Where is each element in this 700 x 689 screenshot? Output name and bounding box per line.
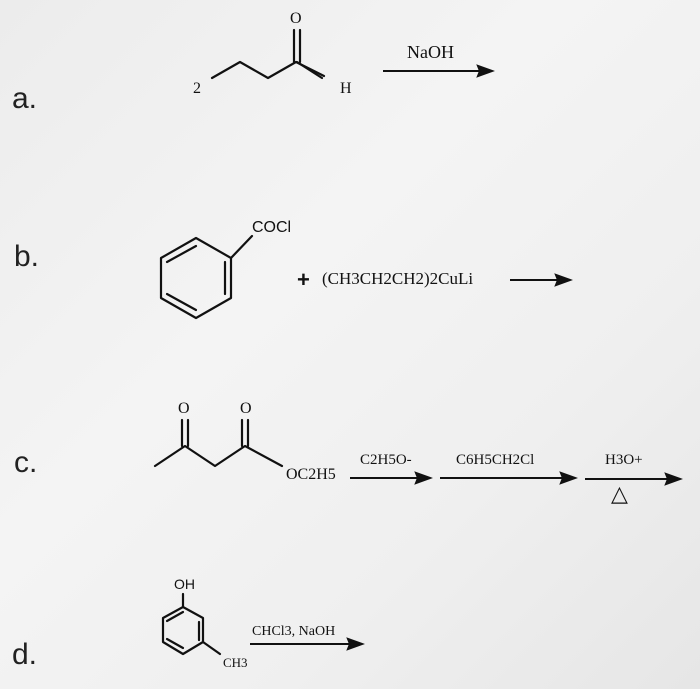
problem-a-label: a. [12,82,38,115]
arrow-c1 [350,471,433,485]
plus-sign: + [297,267,310,292]
reagent-c2: C6H5CH2Cl [456,452,535,468]
reagent-d: CHCl3, NaOH [252,624,336,639]
reagent-a: NaOH [407,42,454,62]
acetoacetate-skeleton [153,418,284,468]
oh-group: OH [174,576,195,592]
atom-o1-c: O [178,400,190,417]
heat-icon: △ [611,482,628,507]
problem-b-label: b. [14,240,40,273]
reagent-b: (CH3CH2CH2)2CuLi [322,269,474,288]
atom-o-a: O [290,10,302,27]
arrow-d [250,637,365,651]
ester-group: OC2H5 [286,466,336,483]
reagent-c3: H3O+ [605,452,643,468]
benzene-ring-d [161,592,222,656]
arrow-c2 [440,471,578,485]
arrow-b [510,273,573,287]
ch3-group: CH3 [223,655,248,670]
coci-group: COCl [252,219,292,236]
reagent-c1: C2H5O- [360,452,412,468]
arrow-a [383,64,495,78]
coefficient-two: 2 [193,80,201,97]
atom-h-a: H [340,80,352,97]
problem-d-label: d. [12,638,38,671]
atom-o2-c: O [240,400,252,417]
problem-c-label: c. [14,446,38,479]
benzene-ring-b [159,234,254,320]
arrow-c3 [585,472,683,486]
butanal-skeleton [210,28,326,80]
